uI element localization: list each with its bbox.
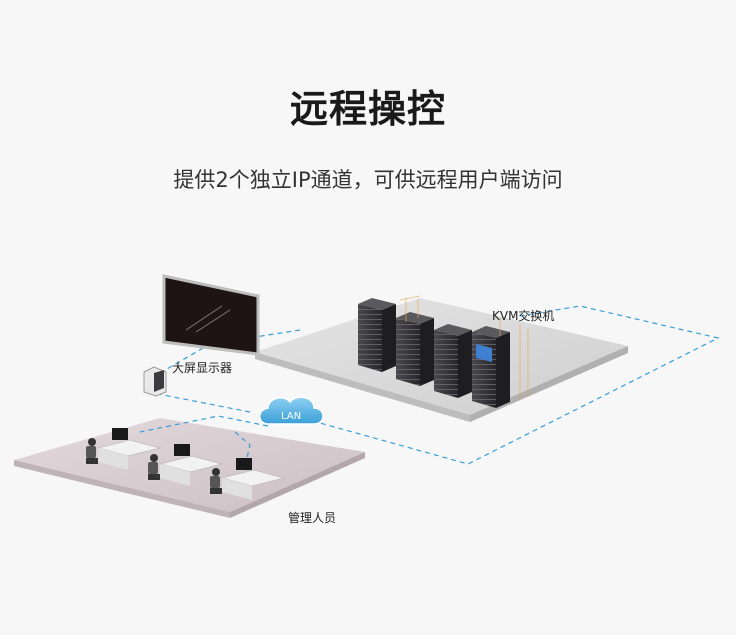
server-rack-icon bbox=[396, 312, 434, 386]
workstation-icon bbox=[148, 444, 224, 486]
workstations bbox=[86, 428, 286, 500]
network-label: LAN bbox=[281, 411, 301, 422]
link-office-desk bbox=[234, 431, 251, 463]
page-title: 远程操控 bbox=[289, 87, 446, 131]
kvm-label: KVM交换机 bbox=[492, 308, 554, 323]
cloud-icon bbox=[259, 396, 324, 425]
workstation-icon bbox=[86, 428, 162, 470]
workstation-icon bbox=[210, 458, 286, 500]
kvm-box-icon bbox=[143, 366, 167, 397]
display-screen-icon bbox=[162, 274, 260, 356]
server-rack-icon bbox=[472, 326, 510, 408]
link-kvm-lan bbox=[147, 391, 251, 413]
staff-label: 管理人员 bbox=[288, 510, 336, 525]
server-rack-icon bbox=[434, 324, 472, 398]
page-subtitle: 提供2个独立IP通道，可供远程用户端访问 bbox=[173, 168, 563, 192]
server-rack-icon bbox=[358, 298, 396, 372]
display-label: 大屏显示器 bbox=[172, 361, 232, 375]
server-racks bbox=[358, 295, 529, 408]
link-kvm-ring bbox=[319, 305, 720, 465]
